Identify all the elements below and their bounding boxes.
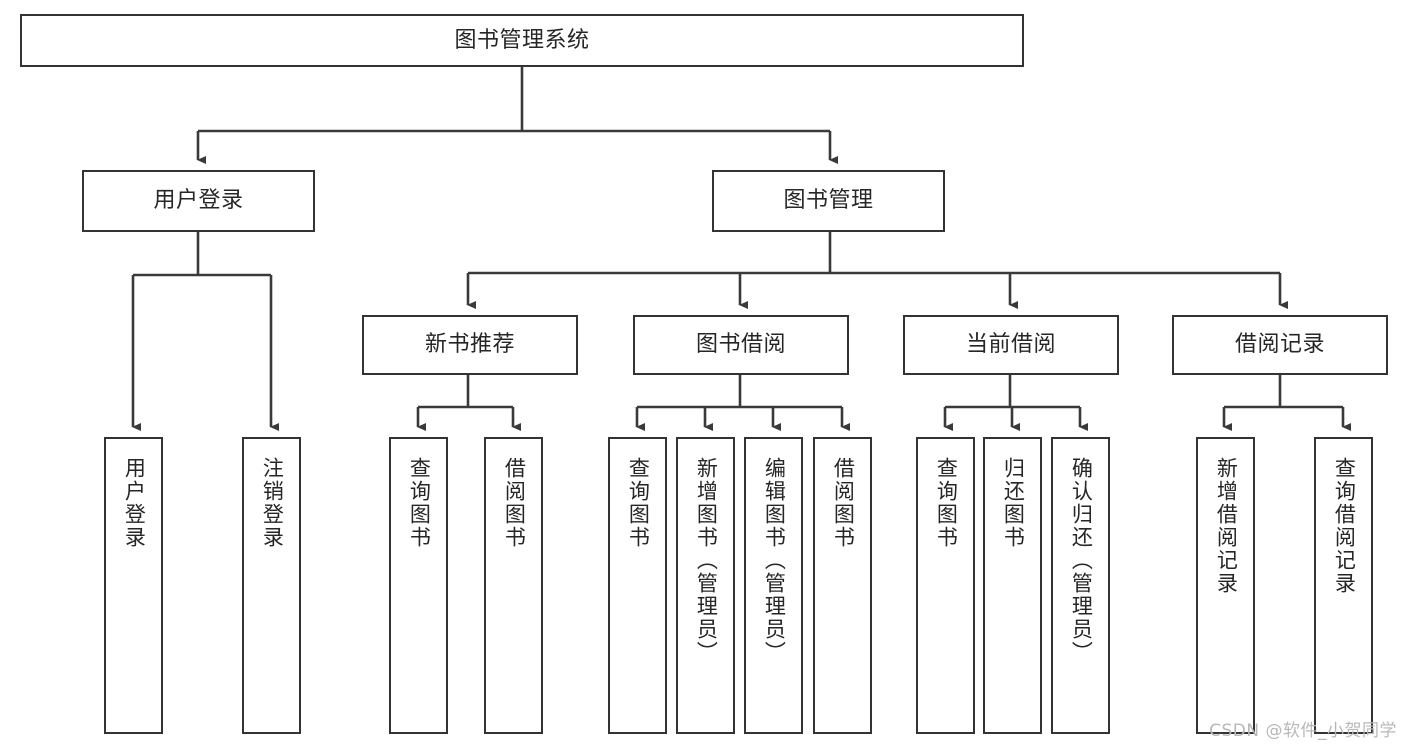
node-leaf-query-book-recommend-label: 查询图书 [407,457,432,549]
node-new-book-recommend[interactable]: 新书推荐 [362,315,578,375]
node-root-book-management-system[interactable]: 图书管理系统 [20,14,1024,67]
node-leaf-query-book-label: 查询图书 [626,457,651,549]
node-leaf-query-book[interactable]: 查询图书 [608,437,667,734]
node-leaf-query-book-current[interactable]: 查询图书 [916,437,975,734]
node-leaf-borrow-book-recommend-label: 借阅图书 [502,457,527,549]
node-current-borrow-label: 当前借阅 [965,332,1056,358]
node-leaf-query-borrow-record[interactable]: 查询借阅记录 [1314,437,1373,734]
node-root-label: 图书管理系统 [454,27,590,53]
node-user-login-label: 用户登录 [153,188,244,214]
node-leaf-confirm-return-admin[interactable]: 确认归还（管理员） [1051,437,1110,734]
node-book-management-label: 图书管理 [783,188,874,214]
node-user-login[interactable]: 用户登录 [82,170,315,232]
node-new-book-recommend-label: 新书推荐 [424,332,515,358]
node-leaf-confirm-return-admin-label: 确认归还（管理员） [1069,457,1094,664]
node-leaf-query-book-current-label: 查询图书 [934,457,959,549]
node-leaf-logout-label: 注销登录 [260,457,285,549]
node-leaf-borrow-book-label: 借阅图书 [831,457,856,549]
node-leaf-query-book-recommend[interactable]: 查询图书 [389,437,448,734]
node-leaf-edit-book-admin[interactable]: 编辑图书（管理员） [744,437,803,734]
node-borrow-record-label: 借阅记录 [1234,332,1325,358]
node-book-management[interactable]: 图书管理 [712,170,945,232]
node-leaf-borrow-book[interactable]: 借阅图书 [813,437,872,734]
node-leaf-add-borrow-record-label: 新增借阅记录 [1214,457,1239,595]
node-book-borrow[interactable]: 图书借阅 [633,315,849,375]
node-leaf-edit-book-admin-label: 编辑图书（管理员） [762,457,787,664]
node-leaf-query-borrow-record-label: 查询借阅记录 [1332,457,1357,595]
node-leaf-user-login-label: 用户登录 [122,457,147,549]
node-borrow-record[interactable]: 借阅记录 [1172,315,1388,375]
node-leaf-add-book-admin-label: 新增图书（管理员） [694,457,719,664]
node-leaf-return-book-label: 归还图书 [1001,457,1026,549]
node-leaf-borrow-book-recommend[interactable]: 借阅图书 [484,437,543,734]
node-leaf-add-borrow-record[interactable]: 新增借阅记录 [1196,437,1255,734]
node-leaf-logout[interactable]: 注销登录 [242,437,301,734]
node-current-borrow[interactable]: 当前借阅 [903,315,1119,375]
node-leaf-return-book[interactable]: 归还图书 [983,437,1042,734]
node-book-borrow-label: 图书借阅 [695,332,786,358]
watermark-text: CSDN @软件_小贺同学 [1209,721,1397,741]
node-leaf-add-book-admin[interactable]: 新增图书（管理员） [676,437,735,734]
node-leaf-user-login[interactable]: 用户登录 [104,437,163,734]
